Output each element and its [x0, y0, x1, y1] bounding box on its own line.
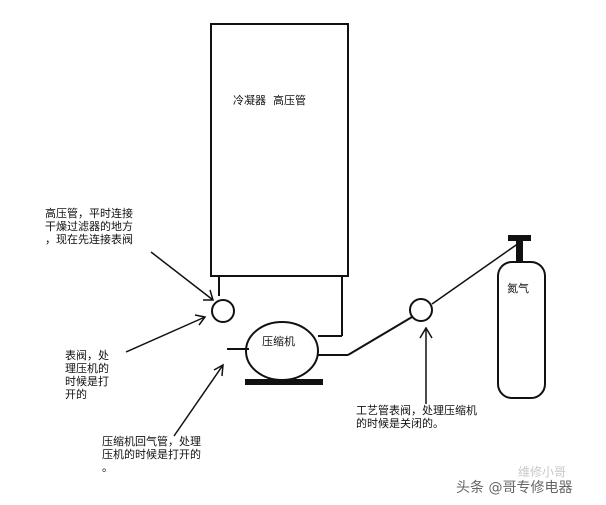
- condenser-box: [210, 23, 349, 277]
- condenser-label: 冷凝器 高压管: [233, 94, 306, 107]
- watermark-faint: 维修小哥: [518, 465, 567, 479]
- nitrogen-hose: [431, 242, 520, 305]
- process-pipe-diagonal: [347, 316, 413, 356]
- process-valve: [409, 298, 433, 322]
- return-pipe-note: 压缩机回气管，处理 压机的时候是打开的 。: [102, 435, 201, 474]
- compressor-body: [245, 321, 319, 381]
- gauge-valve: [211, 299, 235, 323]
- high-pressure-arrowhead: [203, 289, 215, 301]
- process-valve-note: 工艺管表阀，处理压缩机 的时候是关闭的。: [356, 404, 477, 430]
- high-pressure-note: 高压管，平时连接 干燥过滤器的地方 ，现在先连接表阀: [45, 207, 133, 246]
- gauge-valve-arrowhead: [194, 314, 207, 326]
- compressor-label: 压缩机: [262, 335, 295, 348]
- compressor-base: [245, 379, 323, 385]
- watermark: 头条 @哥专修电器: [456, 480, 573, 496]
- high-pressure-arrow: [150, 251, 214, 301]
- nitrogen-label: 氮气: [507, 282, 529, 295]
- return-pipe-arrowhead: [213, 363, 224, 377]
- gauge-valve-arrow: [125, 316, 206, 353]
- gauge-valve-note: 表阀，处 理压机的 时候是打 开的: [65, 349, 109, 401]
- nitrogen-valve-neck: [516, 241, 523, 263]
- process-valve-arrowhead: [419, 326, 433, 339]
- return-pipe-arrow: [173, 364, 224, 437]
- nitrogen-valve-handle: [508, 235, 531, 241]
